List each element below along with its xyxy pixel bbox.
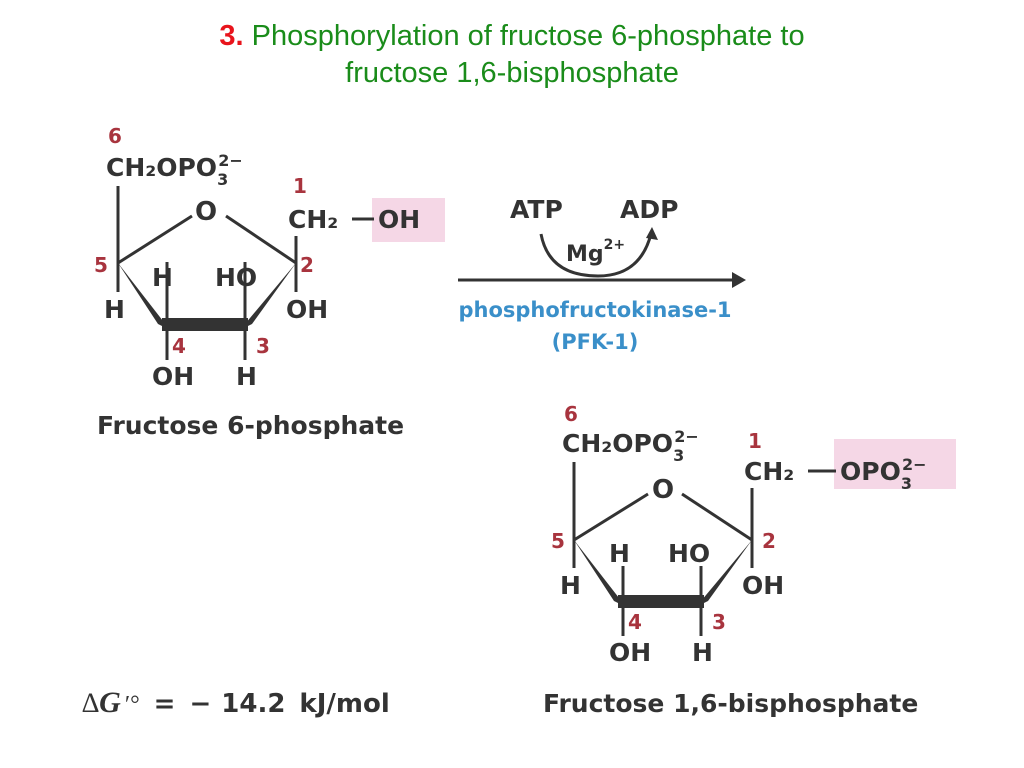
f6p-c2-number: 2 [300,253,314,277]
f6p-c3-ho: HO [215,263,257,292]
fructose-6-phosphate-structure: 6 CH₂OPO32− O 1 CH₂ OH 5 2 H HO H OH [94,124,445,440]
f16bp-bold-bond-bottom [618,595,704,608]
title-line-1: Phosphorylation of fructose 6-phosphate … [251,20,805,52]
f6p-c1-oh: OH [378,205,420,234]
f6p-ring-bond-c5-o [117,214,193,265]
f16bp-name: Fructose 1,6-bisphosphate [543,689,918,718]
f16bp-ring-bond-c5-o [573,492,649,542]
c1-phosphate-highlight [834,439,956,489]
f16bp-c3-h: H [692,638,713,667]
f6p-wedge-bond-right [240,263,296,330]
f16bp-c5-number: 5 [551,529,565,553]
f16bp-c6-group: CH₂OPO32− [562,427,699,465]
f16bp-c4-oh: OH [609,638,651,667]
f16bp-wedge-bond-right [696,540,752,607]
f16bp-c2-number: 2 [762,529,776,553]
title-number: 3. [219,20,244,52]
f6p-wedge-bond-left [118,263,170,330]
title-line-2: fructose 1,6-bisphosphate [345,57,679,89]
f16bp-c5-h: H [560,571,581,600]
slide-title: 3. Phosphorylation of fructose 6-phospha… [0,18,1024,92]
f6p-ring-bond-o-c2 [225,214,297,265]
f6p-c2-oh: OH [286,295,328,324]
f6p-c1-number: 1 [293,174,307,198]
f16bp-c3-number: 3 [712,610,726,634]
f6p-c4-oh: OH [152,362,194,391]
enzyme-name: phosphofructokinase-1 [458,298,731,322]
f6p-name: Fructose 6-phosphate [97,411,404,440]
f6p-c6-number: 6 [108,124,122,148]
mg-label: Mg2+ [566,237,625,267]
f16bp-c4-number: 4 [628,610,642,634]
f6p-c1-group: CH₂ [288,205,338,234]
f16bp-c1-phosphate: OPO32− [840,455,927,493]
f6p-bold-bond-bottom [162,318,248,331]
f16bp-c1-group: CH₂ [744,457,794,486]
f16bp-c1-number: 1 [748,429,762,453]
f16bp-c6-number: 6 [564,402,578,426]
f16bp-wedge-bond-left [574,540,626,607]
f6p-c6-group: CH₂OPO32− [106,151,243,189]
reaction-arrow-group: ATP ADP Mg2+ phosphofructokinase-1 (PFK-… [458,195,746,354]
f6p-c4-h: H [152,263,173,292]
f16bp-c4-h: H [609,539,630,568]
curved-arrow-head [646,227,658,240]
fructose-1-6-bisphosphate-structure: 6 CH₂OPO32− O 1 CH₂ OPO32− 5 2 H HO H OH [543,402,956,718]
f6p-c3-number: 3 [256,334,270,358]
f6p-ring-oxygen: O [195,197,217,227]
atp-label: ATP [510,195,563,224]
f6p-c4-number: 4 [172,334,186,358]
adp-label: ADP [620,195,678,224]
f16bp-ring-bond-o-c2 [681,492,753,542]
f16bp-c2-oh: OH [742,571,784,600]
enzyme-abbreviation: (PFK-1) [552,330,639,354]
reaction-arrow-head [732,272,746,288]
f6p-c3-h: H [236,362,257,391]
c1-highlight [372,198,445,242]
cofactor-curved-arrow [539,233,653,278]
f16bp-ring-oxygen: O [652,475,674,505]
f16bp-c3-ho: HO [668,539,710,568]
f6p-c5-h: H [104,295,125,324]
f6p-c5-number: 5 [94,253,108,277]
